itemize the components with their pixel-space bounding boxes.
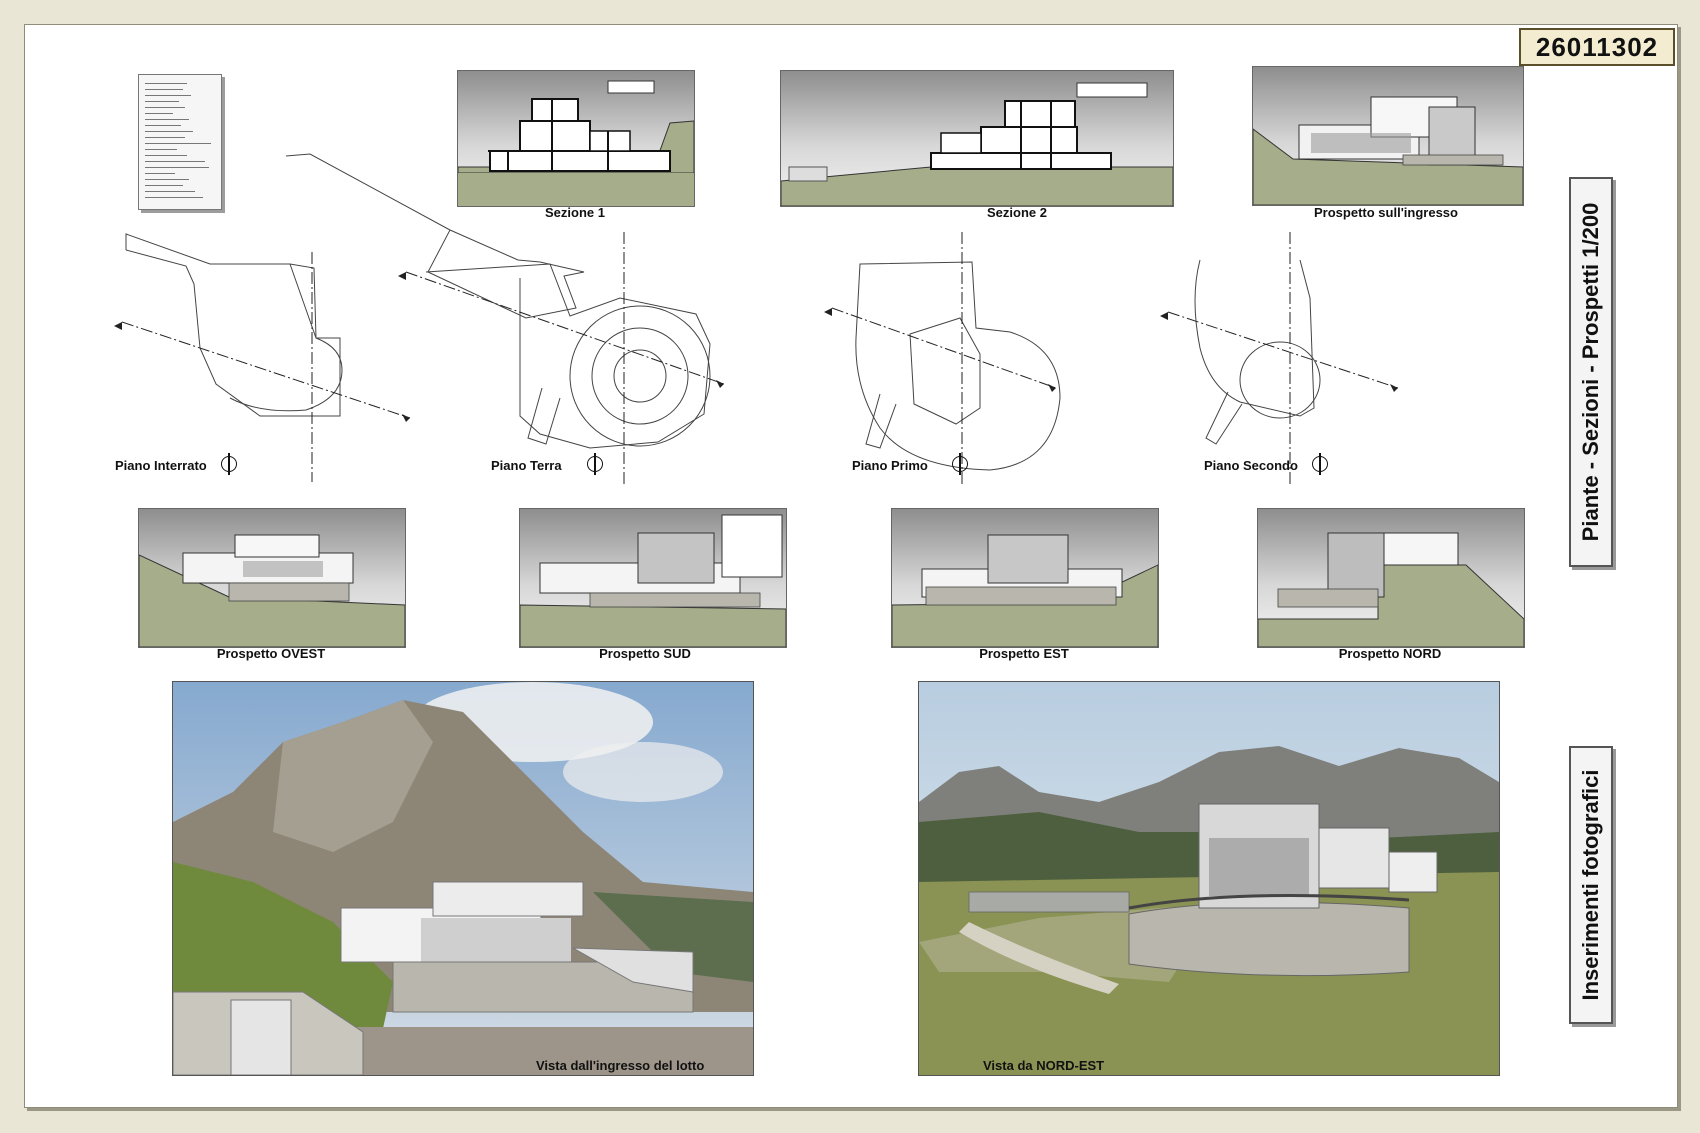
elevation-east-caption: Prospetto EST [979,646,1069,661]
north-arrow-icon [587,453,603,475]
photo-1-caption: Vista dall'ingresso del lotto [536,1058,705,1073]
elevation-south-drawing [519,508,787,648]
elevation-south-caption: Prospetto SUD [599,646,691,661]
north-arrow-icon [1312,453,1328,475]
drawings-title-box: Piante - Sezioni - Prospetti 1/200 [1569,177,1613,567]
elevation-west-caption: Prospetto OVEST [216,646,326,661]
elevation-north-caption: Prospetto NORD [1338,646,1442,661]
photos-title-box: Inserimenti fotografici [1569,746,1613,1024]
section-1-drawing [457,70,695,207]
photo-view-from-north-east [918,681,1500,1076]
section-2-drawing [780,70,1174,207]
entrance-elevation-caption: Prospetto sull'ingresso [1314,205,1458,220]
floor-plans-drawing [114,153,1399,484]
plan-basement-caption: Piano Interrato [115,458,207,473]
plan-second-caption: Piano Secondo [1204,458,1298,473]
drawings-title: Piante - Sezioni - Prospetti 1/200 [1578,202,1603,542]
photo-2-caption: Vista da NORD-EST [983,1058,1105,1073]
section-1-caption: Sezione 1 [545,205,605,220]
elevation-west-drawing [138,508,406,648]
north-arrow-icon [952,453,968,475]
photo-view-from-lot-entrance [172,681,754,1076]
photos-title: Inserimenti fotografici [1578,769,1603,1001]
project-code-box: 26011302 [1519,28,1675,66]
north-arrow-icon [221,453,237,475]
plan-ground-caption: Piano Terra [491,458,562,473]
plan-first-caption: Piano Primo [852,458,928,473]
entrance-elevation-drawing [1252,66,1524,206]
elevation-east-drawing [891,508,1159,648]
section-2-caption: Sezione 2 [987,205,1047,220]
elevation-north-drawing [1257,508,1525,648]
room-legend [138,74,222,210]
